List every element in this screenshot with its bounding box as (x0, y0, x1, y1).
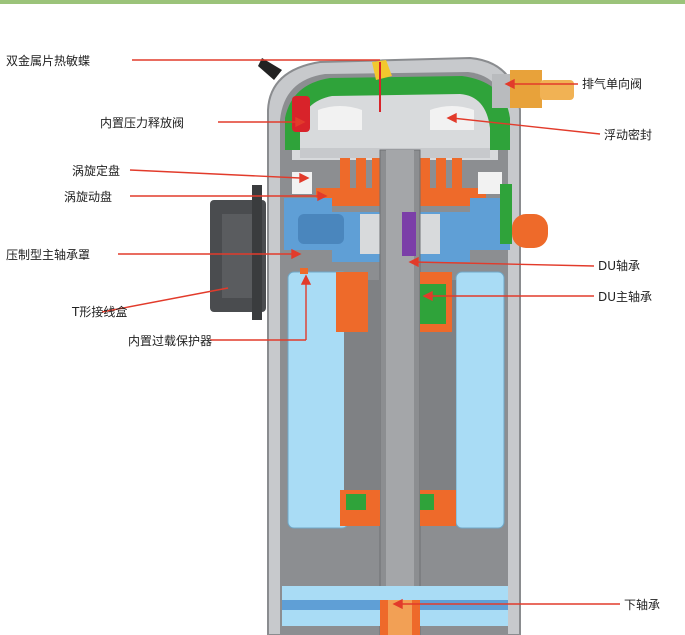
label-fixed-scroll: 涡旋定盘 (72, 164, 121, 178)
terminal-box-shape (210, 185, 266, 320)
label-orbit-scroll: 涡旋动盘 (64, 190, 113, 204)
fixed-scroll-shape (340, 150, 462, 190)
label-discharge-valve: 排气单向阀 (582, 77, 643, 91)
leader-lines (101, 59, 620, 610)
separator-plate (285, 76, 510, 150)
label-overload-protector: 内置过载保护器 (128, 334, 213, 348)
label-main-bearing-housing: 压制型主轴承罩 (6, 248, 91, 262)
du-main-bearing-shape (420, 284, 446, 324)
label-du-bearing: DU轴承 (598, 259, 641, 273)
label-relief-valve: 内置压力释放阀 (100, 116, 185, 130)
relief-valve-shape (292, 96, 310, 132)
label-junction-box: T形接线盒 (72, 305, 128, 319)
du-bearing-shape (402, 212, 416, 256)
top-rule (0, 0, 685, 4)
stator-right (455, 271, 505, 529)
label-du-main-bearing: DU主轴承 (598, 290, 653, 304)
discharge-valve-shape (492, 70, 574, 108)
bimetal-wire (258, 58, 282, 80)
label-bimetal: 双金属片热敏蝶 (6, 54, 91, 68)
label-floating-seal: 浮动密封 (604, 128, 653, 142)
label-lower-bearing: 下轴承 (624, 598, 661, 612)
